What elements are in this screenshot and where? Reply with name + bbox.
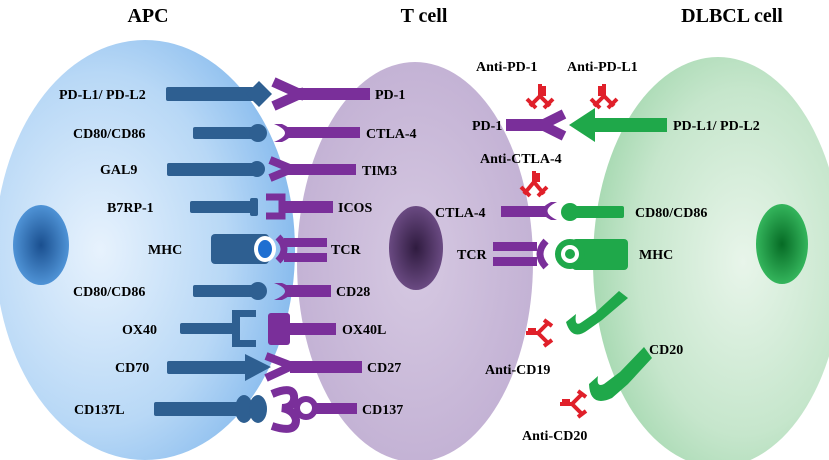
apc-pdl1-ligand (166, 87, 254, 101)
tcell-right-label-tcr: TCR (457, 248, 487, 263)
dlbcl-ligands (561, 108, 667, 401)
apc-cd80-knob (249, 124, 267, 142)
tcell-label-cd137: CD137 (362, 403, 403, 418)
apc-gal9-knob (249, 161, 265, 177)
apc-cd70-stem (167, 361, 247, 374)
tcell-title: T cell (401, 5, 448, 27)
antibodies (519, 84, 619, 419)
antibody-anti-pdl1-icon (589, 84, 619, 110)
tcell-label-cd28: CD28 (336, 285, 370, 300)
dlbcl-label-cd80: CD80/CD86 (635, 206, 707, 221)
tcell-tcr-right-receptor (493, 242, 537, 251)
dlbcl-cd80-ligand (572, 206, 624, 218)
tcell-receptors-right (493, 109, 567, 270)
antibody-label-anti-pd1: Anti-PD-1 (476, 60, 537, 75)
apc-b7rp1-ligand (190, 201, 252, 213)
dlbcl-cd20-ligand (589, 347, 652, 401)
apc-cd80-ligand (193, 127, 255, 139)
apc-cd137l-lobe-2 (249, 395, 267, 423)
tcell-label-ctla4: CTLA-4 (366, 127, 417, 142)
apc-ox40-arm-bottom (232, 340, 256, 347)
apc-cd70-arrow (245, 354, 271, 381)
tcell-cd27-receptor (264, 352, 294, 382)
apc-ox40-bar (232, 310, 240, 347)
apc-ligands (154, 81, 272, 423)
apc-label-ox40: OX40 (122, 323, 157, 338)
tcell-tcr-receptor (275, 234, 288, 264)
tcell-right-label-pd1: PD-1 (472, 119, 502, 134)
dlbcl-pdl1-ligand (569, 108, 667, 142)
tcell-cd28-receptor (285, 285, 331, 297)
apc-label-cd80: CD80/CD86 (73, 127, 145, 142)
apc-nucleus (13, 205, 69, 285)
apc-label-cd137l: CD137L (74, 403, 125, 418)
tcell-right-label-ctla4: CTLA-4 (435, 206, 486, 221)
apc-cd80b-knob (249, 282, 267, 300)
apc-cd137l-stem (154, 402, 240, 416)
apc-pdl1-diamond (246, 81, 272, 107)
tcell-label-pd1: PD-1 (375, 88, 405, 103)
apc-mhc-antigen (258, 240, 272, 258)
apc-cd80b-ligand (193, 285, 255, 297)
tcell-label-ox40l: OX40L (342, 323, 386, 338)
tcell-label-cd27: CD27 (367, 361, 401, 376)
apc-title: APC (127, 5, 168, 27)
dlbcl-label-pdl1: PD-L1/ PD-L2 (673, 119, 760, 134)
tcell-label-tcr: TCR (331, 243, 361, 258)
antibody-anti-pd1-icon (525, 84, 555, 110)
apc-mhc-block (211, 234, 269, 264)
antibody-label-anti-cd20: Anti-CD20 (522, 429, 587, 444)
antibody-anti-ctla4-icon (519, 171, 549, 198)
dlbcl-cell (593, 57, 829, 460)
apc-label-b7rp1: B7RP-1 (107, 201, 154, 216)
apc-cd137l-lobe-1 (235, 395, 253, 423)
dlbcl-label-cd20: CD20 (649, 343, 683, 358)
dlbcl-cd19-target (566, 291, 628, 335)
apc-cell (0, 40, 295, 460)
antibody-label-anti-ctla4: Anti-CTLA-4 (480, 152, 562, 167)
tcell-label-tim3: TIM3 (362, 164, 397, 179)
antibody-label-anti-cd19: Anti-CD19 (485, 363, 550, 378)
apc-label-cd70: CD70 (115, 361, 149, 376)
apc-b7rp1-tip (250, 198, 258, 216)
tcell-nucleus (389, 206, 443, 290)
dlbcl-nucleus (756, 204, 808, 284)
tcell-ox40l-receptor (268, 313, 290, 345)
dlbcl-mhc-block (572, 239, 628, 270)
tcell-ctla4-right-receptor (501, 206, 546, 217)
antibody-label-anti-pdl1: Anti-PD-L1 (567, 60, 638, 75)
apc-label-cd80b: CD80/CD86 (73, 285, 145, 300)
apc-label-gal9: GAL9 (100, 163, 137, 178)
apc-label-mhc: MHC (148, 243, 182, 258)
apc-label-pdl1: PD-L1/ PD-L2 (59, 88, 146, 103)
antibody-anti-cd20-icon (560, 389, 588, 419)
apc-ox40-stem (180, 323, 235, 334)
apc-ox40-arm-top (232, 310, 256, 317)
tcell-label-icos: ICOS (338, 201, 372, 216)
tcell-receptors-left (264, 77, 370, 433)
tcell-pd1-right-receptor (506, 119, 546, 131)
dlbcl-label-mhc: MHC (639, 248, 673, 263)
apc-gal9-ligand (167, 163, 256, 176)
antibody-anti-cd19-icon (526, 318, 554, 348)
dlbcl-title: DLBCL cell (681, 5, 783, 27)
tcell-cd137-receptor (270, 386, 301, 433)
dlbcl-mhc-dot (565, 249, 575, 259)
